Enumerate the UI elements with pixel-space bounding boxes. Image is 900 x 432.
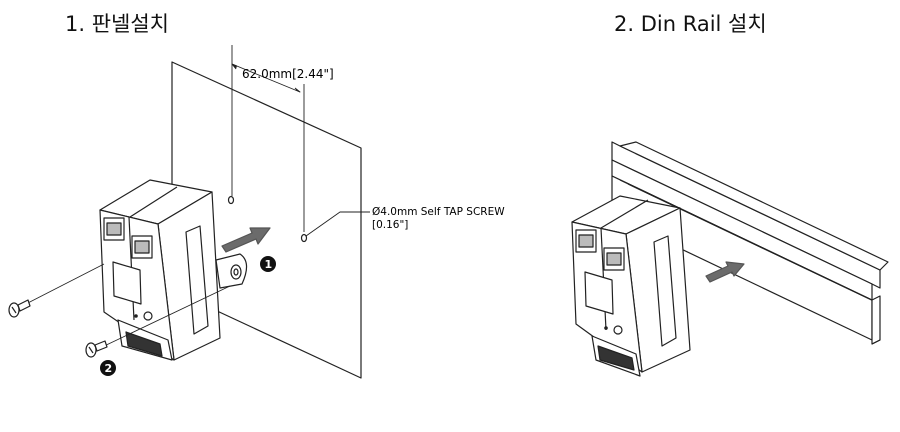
device-left <box>99 179 221 361</box>
push-arrow-2 <box>705 261 745 283</box>
push-arrow-1 <box>221 227 271 253</box>
title-panel-install: 1. 판넬설치 <box>65 12 169 36</box>
dimension-label: 62.0mm[2.44"] <box>242 67 334 81</box>
step-badge-2: 2 <box>100 360 116 376</box>
screw-bottom <box>85 340 108 358</box>
panel-hole-left <box>227 195 235 205</box>
screw-leader <box>305 211 370 237</box>
svg-text:1: 1 <box>265 258 273 271</box>
title-din-rail-install: 2. Din Rail 설치 <box>614 12 767 36</box>
screw-spec-line2: [0.16"] <box>372 219 408 231</box>
screw-top <box>8 299 31 318</box>
device-right <box>571 195 691 377</box>
panel-hole-right <box>300 233 308 243</box>
screw-path-bottom <box>99 285 231 349</box>
step-badge-1: 1 <box>260 256 276 272</box>
mounting-tab <box>215 253 248 289</box>
screw-spec-line1: Ø4.0mm Self TAP SCREW <box>372 206 505 218</box>
svg-text:2: 2 <box>105 362 113 375</box>
screw-path-top <box>21 263 105 307</box>
dimension-lines <box>231 45 305 232</box>
